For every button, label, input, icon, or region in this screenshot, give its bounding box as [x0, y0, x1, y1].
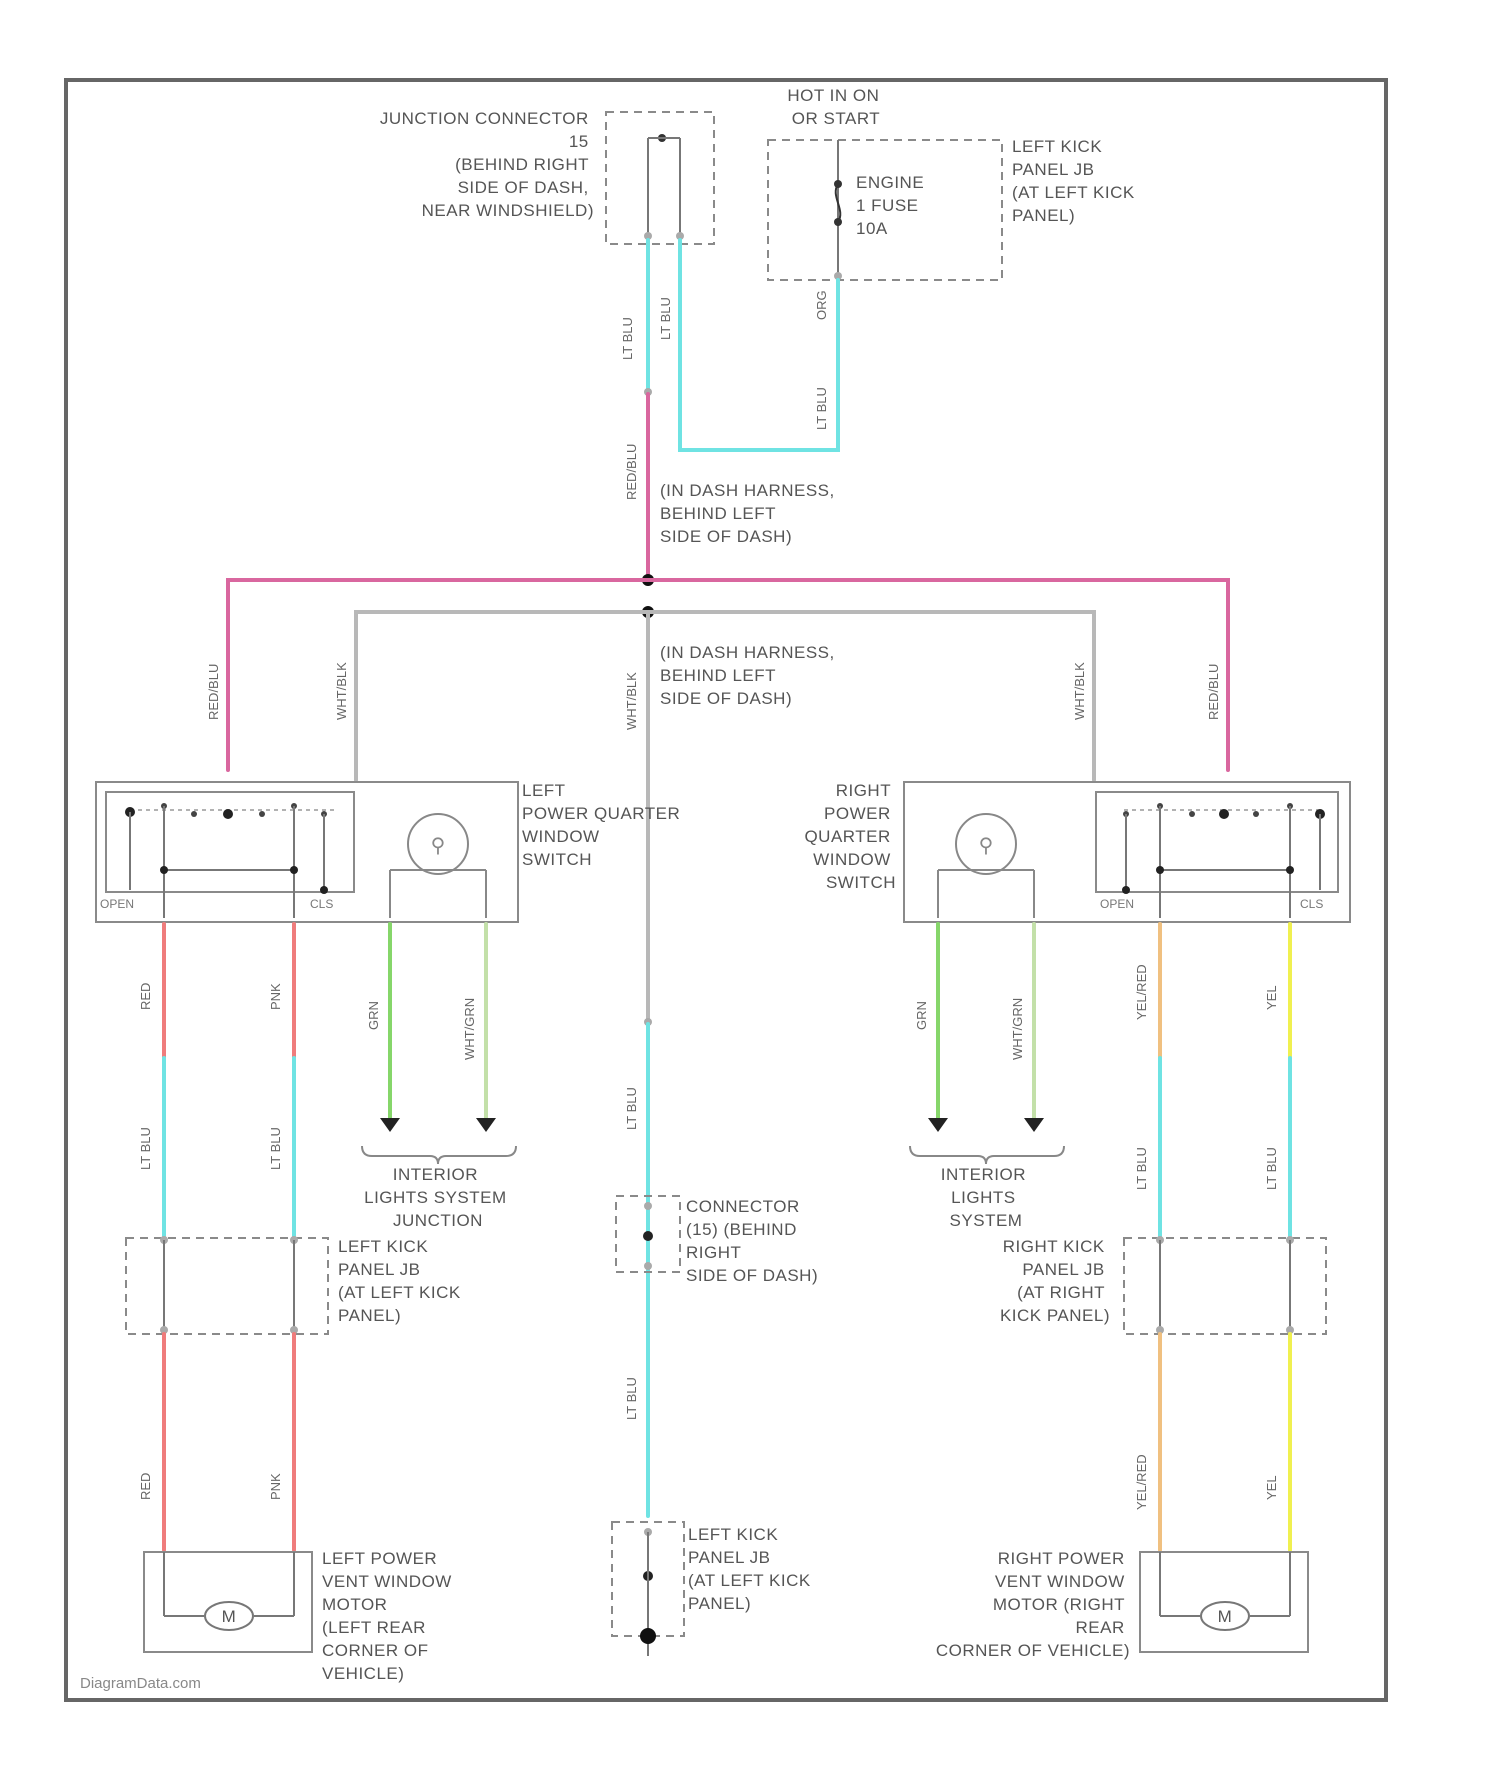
left-kick-jb-bottom-label: LEFT KICK PANEL JB (AT LEFT KICK PANEL) — [688, 1525, 816, 1613]
wire-label-pnk-left-lower: PNK — [268, 1473, 283, 1500]
connector-c1-label: CONNECTOR (15) (BEHIND RIGHT SIDE OF DAS… — [686, 1197, 818, 1285]
right-motor-symbol: M — [1218, 1607, 1233, 1626]
right-switch-close: CLS — [1300, 897, 1323, 911]
hot-in-run-label: HOT IN ON OR START — [787, 86, 884, 128]
left-switch-label: LEFT POWER QUARTER WINDOW SWITCH — [522, 781, 686, 869]
left-kick-jb-top-label: LEFT KICK PANEL JB (AT LEFT KICK PANEL) — [1012, 137, 1140, 225]
interior-lights-right-label: INTERIOR LIGHTS SYSTEM — [941, 1165, 1031, 1230]
wire-label-red-blu-right: RED/BLU — [1206, 664, 1221, 720]
wire-label-red-left: RED — [138, 983, 153, 1010]
junction-connector-box — [606, 112, 714, 244]
wire-label-yel-right-lower: YEL — [1264, 1475, 1279, 1500]
left-switch-inner — [106, 792, 354, 892]
wire-label-red-blu-main: RED/BLU — [624, 444, 639, 500]
wire-label-wht-blk-main: WHT/BLK — [624, 672, 639, 730]
right-kick-jb-label: RIGHT KICK PANEL JB (AT RIGHT KICK PANEL… — [1000, 1237, 1110, 1325]
wire-label-org: ORG — [814, 290, 829, 320]
diagram-frame — [66, 80, 1386, 1700]
wire-label-lt-blu-2: LT BLU — [658, 297, 673, 340]
wire-label-lt-blu-1: LT BLU — [620, 317, 635, 360]
left-switch-open: OPEN — [100, 897, 134, 911]
wire-label-grn-right: GRN — [914, 1001, 929, 1030]
wire-label-lt-blu-center-1: LT BLU — [624, 1087, 639, 1130]
right-motor-label: RIGHT POWER VENT WINDOW MOTOR (RIGHT REA… — [936, 1549, 1130, 1660]
svg-text:⚲: ⚲ — [431, 833, 446, 857]
wire-label-red-left-lower: RED — [138, 1473, 153, 1500]
ground-terminal — [640, 1628, 656, 1644]
left-kick-jb-mid-label: LEFT KICK PANEL JB (AT LEFT KICK PANEL) — [338, 1237, 466, 1325]
watermark: DiagramData.com — [80, 1675, 201, 1692]
wire-label-red-blu-left: RED/BLU — [206, 664, 221, 720]
harness-splice-1-label: (IN DASH HARNESS, BEHIND LEFT SIDE OF DA… — [660, 481, 840, 546]
junction-connector-label: JUNCTION CONNECTOR 15 (BEHIND RIGHT SIDE… — [380, 109, 594, 220]
wire-label-lt-blu-right-1: LT BLU — [1134, 1147, 1149, 1190]
right-switch-open: OPEN — [1100, 897, 1134, 911]
wire-label-yel-red-right-lower: YEL/RED — [1134, 1454, 1149, 1510]
interior-lights-left-label: INTERIOR LIGHTS SYSTEM JUNCTION — [364, 1165, 512, 1230]
wire-label-yel-red-right: YEL/RED — [1134, 964, 1149, 1020]
harness-splice-2-label: (IN DASH HARNESS, BEHIND LEFT SIDE OF DA… — [660, 643, 840, 708]
ground-arrow-left-1 — [380, 1118, 400, 1132]
ground-arrow-right-1 — [928, 1118, 948, 1132]
left-switch-box — [96, 782, 518, 922]
left-motor-symbol: M — [222, 1607, 237, 1626]
wire-label-wht-blk-right: WHT/BLK — [1072, 662, 1087, 720]
wire-label-wht-grn-left: WHT/GRN — [462, 998, 477, 1060]
left-motor-label: LEFT POWER VENT WINDOW MOTOR (LEFT REAR … — [322, 1549, 457, 1683]
wire-label-pnk-left: PNK — [268, 983, 283, 1010]
wire-label-lt-blu-left-1: LT BLU — [138, 1127, 153, 1170]
wire-label-lt-blu-center-2: LT BLU — [624, 1377, 639, 1420]
wire-label-wht-grn-right: WHT/GRN — [1010, 998, 1025, 1060]
wire-label-yel-right: YEL — [1264, 985, 1279, 1010]
svg-text:⚲: ⚲ — [979, 833, 994, 857]
connector-c1-splice — [643, 1231, 653, 1241]
ground-arrow-left-2 — [476, 1118, 496, 1132]
wire-label-lt-blu-3: LT BLU — [814, 387, 829, 430]
wire-label-grn-left: GRN — [366, 1001, 381, 1030]
left-kick-jb-mid-box — [126, 1238, 328, 1334]
ground-arrow-right-2 — [1024, 1118, 1044, 1132]
wire-label-lt-blu-right-2: LT BLU — [1264, 1147, 1279, 1190]
fuse-label: ENGINE 1 FUSE 10A — [856, 173, 929, 238]
wire-label-wht-blk-left: WHT/BLK — [334, 662, 349, 720]
right-switch-label: RIGHT POWER QUARTER WINDOW SWITCH — [804, 781, 896, 892]
left-switch-close: CLS — [310, 897, 333, 911]
right-kick-jb-box — [1124, 1238, 1326, 1334]
right-switch-inner — [1096, 792, 1338, 892]
wire-label-lt-blu-left-2: LT BLU — [268, 1127, 283, 1170]
